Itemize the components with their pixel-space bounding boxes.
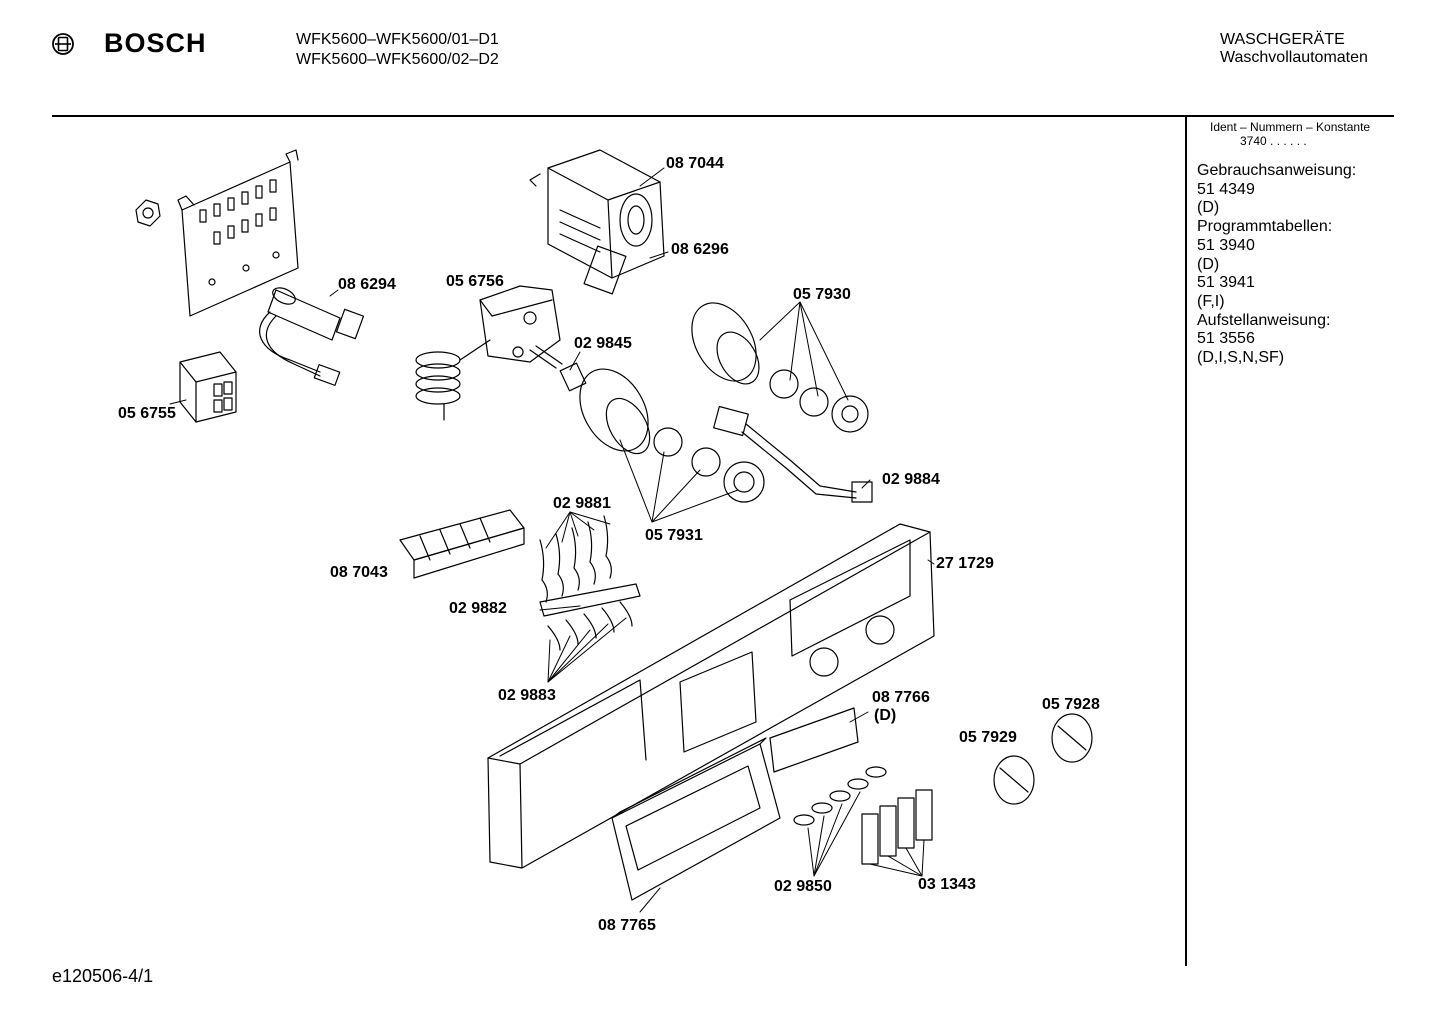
knob-shell-lower-part: [579, 368, 765, 503]
doc-line: 51 3940: [1197, 236, 1255, 254]
contact-springs-part: [539, 515, 641, 651]
ident-value: 3740 . . . . . .: [1240, 134, 1307, 148]
doc-line: (D,I,S,N,SF): [1197, 349, 1285, 367]
part-label-029881: 02 9881: [553, 495, 611, 512]
part-label-029882: 02 9882: [449, 600, 507, 617]
part-label-087044: 08 7044: [666, 155, 724, 172]
part-label-086294: 08 6294: [338, 276, 396, 293]
doc-line: Programmtabellen:: [1197, 218, 1333, 236]
doc-line: 51 4349: [1197, 180, 1255, 198]
brand-name: BOSCH: [104, 28, 207, 58]
doc-line: 51 3556: [1197, 330, 1255, 348]
cable-connector-part: [713, 405, 873, 503]
part-label-029883: 02 9883: [498, 687, 556, 704]
model-line-1: WFK5600–WFK5600/01–D1: [296, 31, 499, 48]
front-panel-part: [487, 523, 935, 869]
drawing-code: e120506-4/1: [52, 966, 154, 986]
part-label-087766: 08 7766: [872, 689, 930, 706]
ident-label: Ident – Nummern – Konstante: [1210, 120, 1371, 134]
part-label-086296: 08 6296: [671, 241, 729, 258]
category-title: WASCHGERÄTE: [1220, 31, 1345, 48]
push-buttons-part: [861, 789, 933, 865]
part-label-271729: 27 1729: [936, 555, 994, 572]
doc-line: 51 3941: [1197, 274, 1255, 292]
part-label-057930: 05 7930: [793, 286, 851, 303]
relay-part: [179, 351, 237, 423]
leader-lines: [169, 167, 935, 913]
exploded-parts-drawing: [135, 149, 1093, 913]
bosch-logo-icon: [52, 33, 74, 55]
mounting-plate-part: [177, 149, 299, 317]
doc-line: Gebrauchsanweisung:: [1197, 162, 1357, 179]
part-label-057929: 05 7929: [959, 729, 1017, 746]
part-label-056756: 05 6756: [446, 273, 504, 290]
knob-part: [993, 713, 1093, 805]
part-label-057928: 05 7928: [1042, 696, 1100, 713]
document-list: Gebrauchsanweisung: 51 4349 (D) Programm…: [1197, 162, 1356, 368]
doc-line: (F,I): [1197, 292, 1225, 310]
part-label-029850: 02 9850: [774, 878, 832, 895]
doc-line: (D): [1197, 199, 1220, 217]
cover-strip-part: [769, 707, 859, 773]
knob-shell-part: [691, 302, 869, 433]
timer-motor-part: [529, 149, 665, 295]
part-label-087766-sub: (D): [874, 707, 897, 724]
capacitor-part: [259, 287, 365, 386]
part-label-029845: 02 9845: [574, 335, 632, 352]
part-label-056755: 05 6755: [118, 405, 176, 422]
part-label-029884: 02 9884: [882, 471, 940, 488]
nut-part: [135, 199, 161, 227]
part-label-057931: 05 7931: [645, 527, 703, 544]
window-panel-part: [611, 737, 781, 901]
category-subtitle: Waschvollautomaten: [1220, 49, 1368, 66]
header-divider: [52, 115, 1394, 117]
connector-strip-part: [399, 509, 525, 579]
part-label-087765: 08 7765: [598, 917, 656, 934]
sidebar-divider: [1185, 116, 1187, 966]
model-line-2: WFK5600–WFK5600/02–D2: [296, 51, 499, 68]
doc-line: (D): [1197, 255, 1220, 273]
part-label-031343: 03 1343: [918, 876, 976, 893]
part-label-087043: 08 7043: [330, 564, 388, 581]
spring-set-part: [793, 766, 887, 826]
connector-small-part: [559, 362, 587, 392]
switch-part: [415, 285, 563, 421]
doc-line: Aufstellanweisung:: [1197, 311, 1331, 329]
